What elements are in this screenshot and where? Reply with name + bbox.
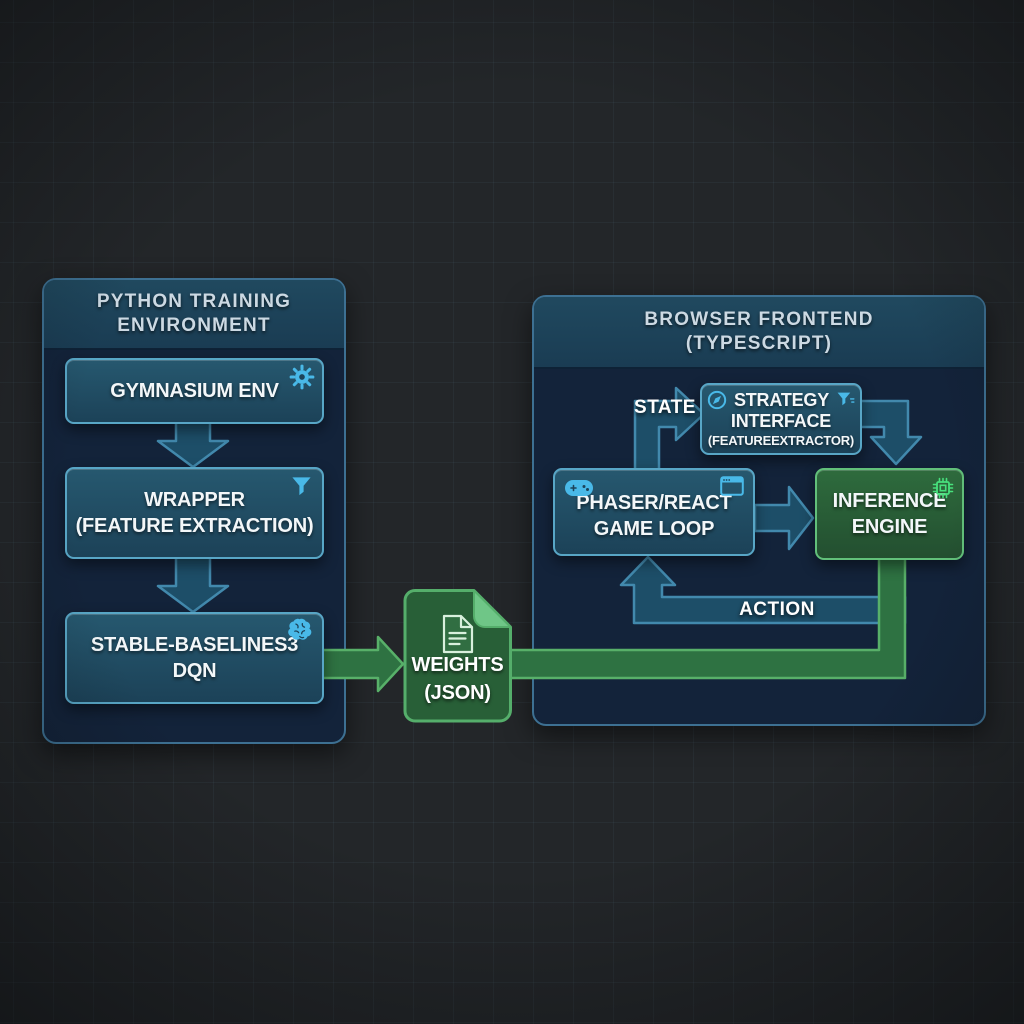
compass-icon <box>707 390 727 410</box>
stable-baselines3-dqn-node: STABLE-BASELINES3 DQN <box>65 612 324 704</box>
dqn-label-line1: STABLE-BASELINES3 <box>90 634 299 656</box>
inference-label-line2: ENGINE <box>851 516 928 538</box>
wrapper-node: WRAPPER (FEATURE EXTRACTION) <box>65 467 324 559</box>
gymnasium-env-label: GYMNASIUM ENV <box>110 380 279 402</box>
weights-label-line1: WEIGHTS <box>411 654 504 676</box>
action-flow-label: ACTION <box>739 599 815 620</box>
python-training-panel-header: PYTHON TRAINING ENVIRONMENT <box>44 280 344 350</box>
game-loop-label-line2: GAME LOOP <box>593 518 715 540</box>
brain-icon <box>285 617 315 643</box>
state-flow-label: STATE <box>634 397 696 418</box>
chip-icon <box>930 475 956 501</box>
browser-window-icon <box>720 476 744 496</box>
weights-file-label: WEIGHTS (JSON) <box>405 651 510 707</box>
strategy-label-line1: STRATEGY <box>733 389 830 410</box>
browser-frontend-title-line2: (TYPESCRIPT) <box>685 333 833 354</box>
document-icon <box>442 614 474 654</box>
strategy-label-line2: INTERFACE <box>730 410 832 431</box>
inference-engine-node: INFERENCE ENGINE <box>815 468 964 560</box>
game-loop-label-line1: PHASER/REACT <box>576 492 732 514</box>
gamepad-icon <box>564 477 594 498</box>
python-training-title-line1: PYTHON TRAINING <box>96 291 292 312</box>
browser-frontend-title-line1: BROWSER FRONTEND <box>644 309 874 330</box>
dqn-label-line2: DQN <box>172 660 217 682</box>
filter-icon <box>290 475 313 498</box>
strategy-interface-node: STRATEGY INTERFACE (FEATUREEXTRACTOR) <box>700 383 862 455</box>
gear-icon <box>289 364 315 390</box>
phaser-react-game-loop-node: PHASER/REACT GAME LOOP <box>553 468 755 556</box>
filter-icon <box>836 391 855 410</box>
wrapper-label-line2: (FEATURE EXTRACTION) <box>75 515 314 537</box>
strategy-label-line3: (FEATUREEXTRACTOR) <box>707 432 855 448</box>
wrapper-label-line1: WRAPPER <box>144 489 245 511</box>
weights-file-fold-corner <box>473 589 512 628</box>
browser-frontend-panel-header: BROWSER FRONTEND (TYPESCRIPT) <box>534 297 984 369</box>
python-training-title-line2: ENVIRONMENT <box>117 315 271 336</box>
weights-label-line2: (JSON) <box>424 682 491 704</box>
gymnasium-env-node: GYMNASIUM ENV <box>65 358 324 424</box>
